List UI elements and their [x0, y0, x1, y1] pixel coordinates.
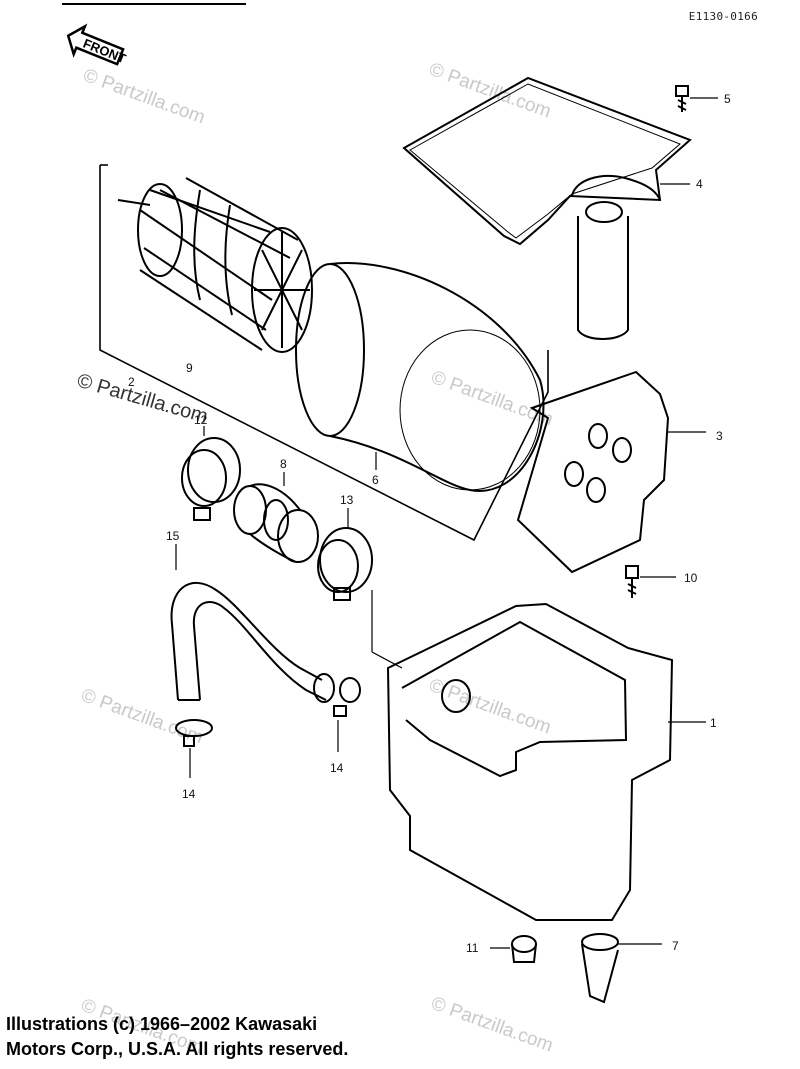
watermark-text: © Partzilla.com — [80, 65, 207, 129]
drain-cap — [581, 933, 662, 1004]
clamp-13 — [317, 508, 373, 601]
diagram-reference-code: E1130-0166 — [688, 10, 758, 23]
callout-15: 15 — [166, 529, 180, 543]
watermark-text: © Partzilla.com — [428, 993, 555, 1057]
callout-9: 10 — [684, 571, 698, 585]
watermark-text: © Partzilla.com — [426, 59, 553, 123]
callout-11: 11 — [466, 941, 479, 955]
callout-14-right: 14 — [330, 761, 344, 775]
callout-8: 8 — [280, 457, 287, 471]
bolt-5 — [675, 85, 718, 112]
grommet — [490, 935, 537, 963]
watermark-text: © Partzilla.com — [75, 370, 211, 428]
callout-13: 13 — [340, 493, 354, 507]
element-holder-cage — [117, 177, 313, 353]
callout-5: 5 — [724, 92, 731, 106]
hose — [170, 544, 335, 703]
callout-4: 4 — [696, 177, 703, 191]
copyright-line-1: Illustrations (c) 1966–2002 Kawasaki — [6, 1014, 318, 1034]
clamp-14-right — [333, 677, 361, 752]
filter-element — [295, 262, 545, 492]
callout-10: 9 — [186, 361, 193, 375]
air-cleaner-cover — [402, 76, 692, 340]
bolt-9 — [625, 565, 676, 598]
watermark-text: © Partzilla.com — [428, 367, 555, 431]
clamp-12 — [181, 426, 241, 521]
intake-duct — [233, 472, 319, 563]
housing-plate — [516, 370, 706, 574]
callout-labels: 5 4 9 3 12 8 6 13 15 10 1 14 14 11 7 2 — [128, 92, 731, 955]
watermark-text: © Partzilla.com — [78, 685, 205, 749]
copyright-line-2: Motors Corp., U.S.A. All rights reserved… — [6, 1039, 349, 1059]
air-cleaner-housing — [371, 590, 706, 921]
callout-7: 7 — [672, 939, 679, 953]
callout-3: 3 — [716, 429, 723, 443]
element-assembly-frame — [99, 164, 549, 542]
callout-2: 2 — [128, 375, 135, 389]
watermark-layer: © Partzilla.com © Partzilla.com © Partzi… — [75, 59, 556, 1059]
front-arrow-icon: FRONT — [64, 22, 128, 76]
callout-6: 6 — [372, 473, 379, 487]
callout-14-left: 14 — [182, 787, 196, 801]
callout-12: 12 — [194, 413, 208, 427]
clamp-14-left — [175, 719, 213, 778]
callout-1: 1 — [710, 716, 717, 730]
copyright-notice: Illustrations (c) 1966–2002 Kawasaki Mot… — [6, 1012, 348, 1062]
